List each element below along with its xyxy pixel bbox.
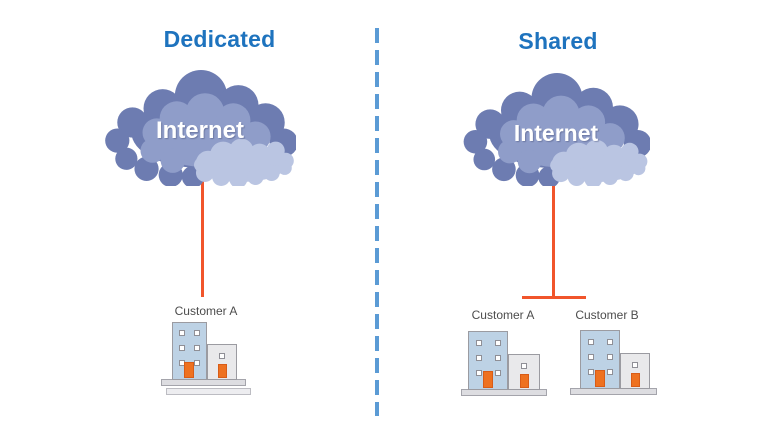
tall-building [172, 322, 207, 380]
window [607, 369, 613, 375]
window [476, 355, 482, 361]
window [194, 330, 200, 336]
window [588, 339, 594, 345]
shared-connection-line-horizontal [522, 296, 586, 299]
window [179, 330, 185, 336]
short-building [508, 354, 540, 390]
door [520, 374, 529, 388]
building-customer-a-left [156, 322, 256, 396]
window [521, 363, 527, 369]
building-base [570, 388, 657, 395]
building-base [461, 389, 547, 396]
window [476, 340, 482, 346]
customer-b-label-right: Customer B [575, 308, 639, 322]
window [588, 369, 594, 375]
shared-title: Shared [518, 28, 598, 54]
internet-label-left: Internet [155, 117, 244, 144]
customer-a-label-right: Customer A [471, 308, 535, 322]
door [595, 370, 605, 387]
short-building [207, 344, 237, 380]
window [476, 370, 482, 376]
section-divider-dashed-line [375, 28, 379, 416]
window [495, 355, 501, 361]
door [184, 362, 194, 378]
window [607, 354, 613, 360]
building-base-upper [161, 379, 246, 386]
window [632, 362, 638, 368]
dedicated-connection-line [201, 174, 204, 297]
internet-label-right: Internet [513, 120, 599, 146]
shared-connection-line-vertical [552, 182, 555, 298]
door [631, 373, 640, 387]
tall-building [580, 330, 620, 389]
short-building [620, 353, 650, 389]
window [495, 370, 501, 376]
building-customer-b-right [557, 330, 658, 396]
building-customer-a-right [453, 331, 553, 397]
window [194, 345, 200, 351]
window [495, 340, 501, 346]
customer-a-label-left: Customer A [174, 304, 238, 318]
window [588, 354, 594, 360]
door [483, 371, 493, 388]
window [179, 345, 185, 351]
window [607, 339, 613, 345]
dedicated-title: Dedicated [163, 26, 276, 52]
window [194, 360, 200, 366]
door [218, 364, 227, 378]
tall-building [468, 331, 508, 390]
building-base-lower [166, 388, 251, 395]
window [219, 353, 225, 359]
